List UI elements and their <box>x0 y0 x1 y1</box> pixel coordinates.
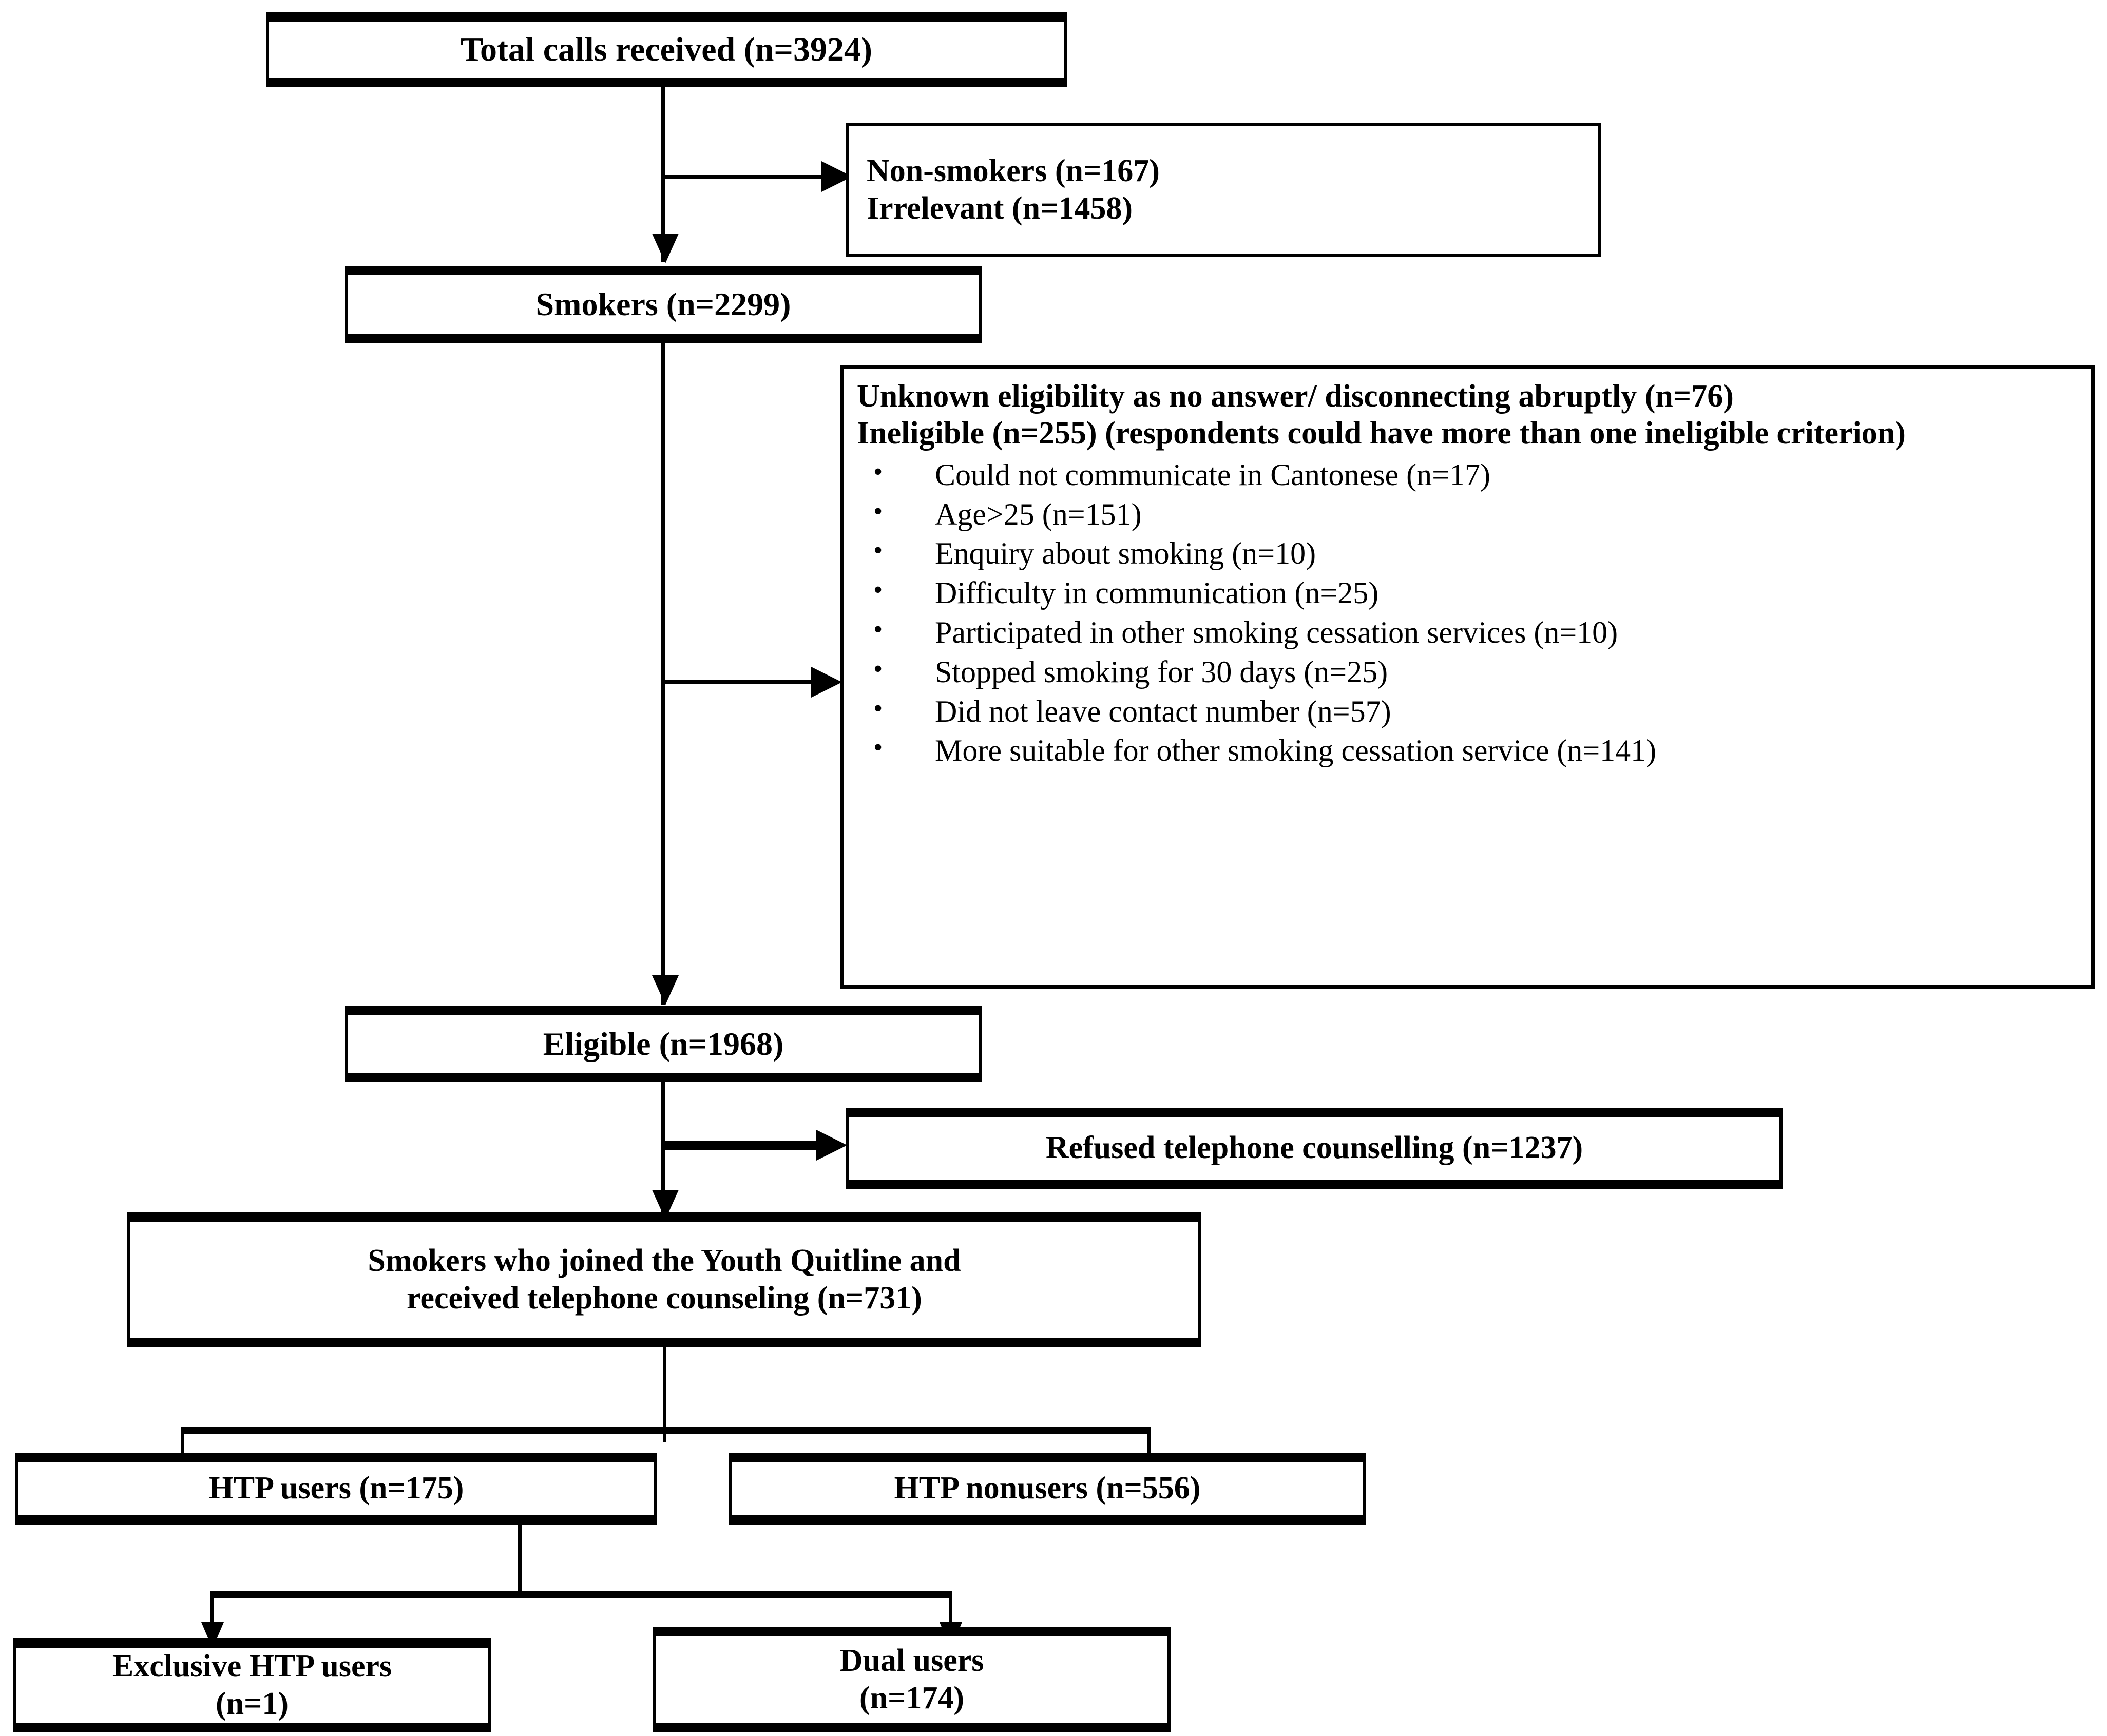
node-htp-users: HTP users (n=175) <box>15 1453 657 1525</box>
ineligible-reason-label: Enquiry about smoking (n=10) <box>935 536 1316 571</box>
list-item: • Age>25 (n=151) <box>857 495 2079 534</box>
node-smokers: Smokers (n=2299) <box>345 266 982 343</box>
list-item: • Difficulty in communication (n=25) <box>857 573 2079 613</box>
connector-htpusers-right-drop <box>949 1591 952 1628</box>
bullet-glyph-icon: • <box>873 496 883 526</box>
bullet-glyph-icon: • <box>873 654 883 684</box>
ineligible-reason-list: • Could not communicate in Cantonese (n=… <box>857 455 2079 770</box>
node-eligible-label: Eligible (n=1968) <box>543 1026 784 1063</box>
node-dual-users-line1: Dual users <box>839 1643 984 1678</box>
node-dual-users: Dual users (n=174) <box>653 1627 1171 1732</box>
list-item: • Did not leave contact number (n=57) <box>857 692 2079 731</box>
connector-eligible-stem <box>661 1082 665 1221</box>
ineligible-reason-label: Did not leave contact number (n=57) <box>935 694 1391 728</box>
node-joined-line1: Smokers who joined the Youth Quitline an… <box>368 1243 961 1278</box>
node-ineligible-detail: Unknown eligibility as no answer/ discon… <box>840 365 2095 989</box>
ineligible-reason-label: Difficulty in communication (n=25) <box>935 576 1379 610</box>
list-item: • Could not communicate in Cantonese (n=… <box>857 455 2079 495</box>
node-smokers-label: Smokers (n=2299) <box>535 286 791 323</box>
ineligible-reason-label: Could not communicate in Cantonese (n=17… <box>935 457 1490 492</box>
arrowhead-totalcalls-to-smokers <box>652 234 679 263</box>
node-exclusive-htp-users-label: Exclusive HTP users (n=1) <box>105 1648 399 1723</box>
node-joined-quitline-label: Smokers who joined the Youth Quitline an… <box>360 1242 968 1317</box>
node-htp-nonusers: HTP nonusers (n=556) <box>729 1453 1366 1525</box>
list-item: • Stopped smoking for 30 days (n=25) <box>857 652 2079 692</box>
node-htp-nonusers-label: HTP nonusers (n=556) <box>894 1471 1201 1506</box>
list-item: • More suitable for other smoking cessat… <box>857 731 2079 770</box>
ineligible-reason-label: Stopped smoking for 30 days (n=25) <box>935 654 1388 689</box>
connector-totalcalls-stem <box>661 87 665 262</box>
bullet-glyph-icon: • <box>873 693 883 723</box>
bullet-glyph-icon: • <box>873 536 883 566</box>
connector-joined-split-bar <box>181 1427 1151 1434</box>
connector-htpusers-stem <box>518 1525 522 1596</box>
ineligible-reason-label: Participated in other smoking cessation … <box>935 615 1618 649</box>
node-total-calls: Total calls received (n=3924) <box>266 12 1067 87</box>
node-exclusive-htp-line2: (n=1) <box>215 1686 289 1721</box>
connector-eligible-branch <box>661 1141 831 1150</box>
node-joined-line2: received telephone counseling (n=731) <box>407 1281 922 1316</box>
node-refused: Refused telephone counselling (n=1237) <box>846 1108 1783 1189</box>
arrowhead-to-refused <box>816 1130 847 1161</box>
node-htp-users-label: HTP users (n=175) <box>208 1471 464 1506</box>
bullet-glyph-icon: • <box>873 733 883 763</box>
connector-totalcalls-branch <box>661 175 831 179</box>
node-excluded-top-line2: Irrelevant (n=1458) <box>867 191 1133 226</box>
node-exclusive-htp-users: Exclusive HTP users (n=1) <box>13 1638 491 1732</box>
node-dual-users-label: Dual users (n=174) <box>833 1642 991 1717</box>
connector-joined-stem <box>663 1347 666 1442</box>
connector-smokers-stem <box>661 343 665 1005</box>
bullet-glyph-icon: • <box>873 457 883 487</box>
ineligible-reason-label: More suitable for other smoking cessatio… <box>935 734 1657 768</box>
arrowhead-to-ineligible-box <box>811 667 842 698</box>
node-dual-users-line2: (n=174) <box>859 1681 965 1715</box>
list-item: • Enquiry about smoking (n=10) <box>857 534 2079 573</box>
node-total-calls-label: Total calls received (n=3924) <box>460 31 873 69</box>
ineligible-header-unknown: Unknown eligibility as no answer/ discon… <box>857 379 1734 414</box>
ineligible-header-ineligible: Ineligible (n=255) (respondents could ha… <box>857 415 1906 451</box>
connector-htpusers-split-bar <box>210 1591 952 1598</box>
arrowhead-smokers-to-eligible <box>652 975 679 1005</box>
bullet-glyph-icon: • <box>873 575 883 605</box>
node-excluded-top-line1: Non-smokers (n=167) <box>867 153 1160 188</box>
node-joined-quitline: Smokers who joined the Youth Quitline an… <box>127 1212 1201 1347</box>
list-item: • Participated in other smoking cessatio… <box>857 613 2079 652</box>
node-refused-label: Refused telephone counselling (n=1237) <box>1045 1130 1583 1166</box>
node-excluded-top: Non-smokers (n=167) Irrelevant (n=1458) <box>846 123 1601 257</box>
connector-htpusers-left-drop <box>210 1591 214 1628</box>
connector-smokers-branch <box>661 680 831 684</box>
node-excluded-top-label: Non-smokers (n=167) Irrelevant (n=1458) <box>849 152 1167 227</box>
ineligible-reason-label: Age>25 (n=151) <box>935 497 1142 531</box>
bullet-glyph-icon: • <box>873 615 883 644</box>
node-exclusive-htp-line1: Exclusive HTP users <box>112 1648 392 1684</box>
node-eligible: Eligible (n=1968) <box>345 1006 982 1082</box>
